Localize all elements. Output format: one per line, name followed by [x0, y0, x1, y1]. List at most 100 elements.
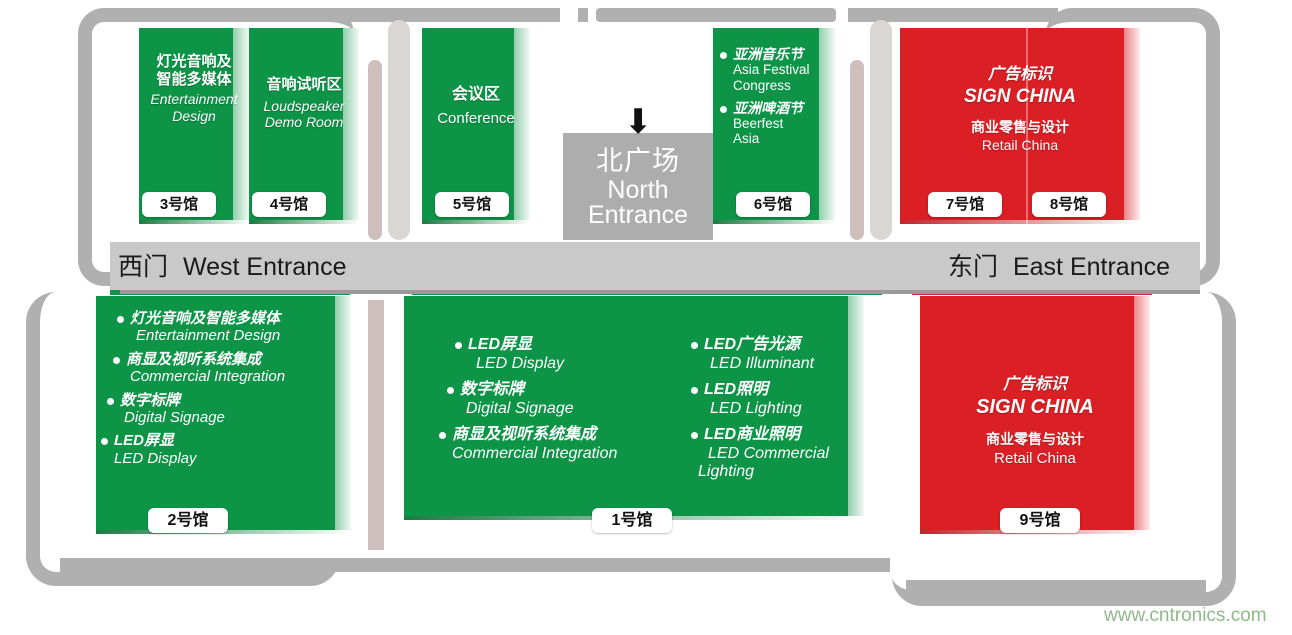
site-watermark: www.cntronics.com	[1104, 605, 1267, 627]
hall-7-number-plate[interactable]: 7号馆	[928, 192, 1002, 217]
hall-2-items: 灯光音响及智能多媒体 Entertainment Design 商显及视听系统集…	[96, 296, 351, 467]
hall-6-base-shade	[713, 220, 835, 224]
hall-2-item-1-cn: 商显及视听系统集成	[126, 350, 262, 368]
bullet-dot-icon	[455, 342, 462, 349]
hall-4-number-plate[interactable]: 4号馆	[252, 192, 326, 217]
hall-9[interactable]: 广告标识 SIGN CHINA 商业零售与设计 Retail China	[920, 296, 1150, 534]
west-entrance-en: West Entrance	[182, 253, 347, 281]
hall-1-right-item-0: LED广告光源 LED Illuminant	[691, 336, 864, 373]
hall-1-items-right: LED广告光源 LED Illuminant LED照明 LED Lightin…	[691, 336, 864, 488]
hall-2-side-shade	[335, 296, 351, 534]
north-plaza-en-1: North	[607, 176, 669, 204]
hall-7-8-en-sub: Retail China	[981, 136, 1059, 153]
hall-7-8-base-shade	[900, 220, 1140, 224]
road-ring-bottom-right	[892, 292, 1236, 606]
entrance-bar-shadow	[120, 288, 1200, 294]
hall-5-label: 会议区 Conference	[422, 28, 530, 128]
bullet-dot-icon	[720, 52, 727, 59]
hall-3-side-shade	[233, 28, 249, 224]
hall-6[interactable]: 亚洲音乐节 Asia Festival Congress 亚洲啤酒节 Beerf…	[713, 28, 835, 224]
hall-2-item-0-en: Entertainment Design	[136, 327, 281, 345]
hall-7-8-label: 广告标识 SIGN CHINA 商业零售与设计 Retail China	[900, 28, 1140, 153]
east-entrance-en: East Entrance	[1012, 253, 1170, 281]
hall-8-number-plate[interactable]: 8号馆	[1032, 192, 1106, 217]
bullet-dot-icon	[691, 342, 698, 349]
road-top-gap-left	[578, 8, 588, 22]
hall-1-right-item-0-en: LED Illuminant	[710, 354, 815, 372]
hall-3-label: 灯光音响及 智能多媒体 Entertainment Design	[139, 28, 249, 124]
hall-9-number-plate[interactable]: 9号馆	[1000, 508, 1080, 533]
east-entrance-label[interactable]: 东门 East Entrance	[948, 247, 1170, 283]
hall-3-en-1: Entertainment	[150, 91, 238, 108]
hall-6-item-0-cn: 亚洲音乐节	[733, 46, 803, 62]
hall-3-number: 3号馆	[159, 196, 199, 213]
north-entrance-arrow-icon: ⬇	[624, 103, 653, 141]
hall-9-cn-title: 广告标识	[1002, 376, 1067, 393]
hall-5-number: 5号馆	[452, 196, 492, 213]
hall-4-en-1: Loudspeaker	[263, 97, 345, 114]
road-bottom-left	[60, 558, 890, 572]
hall-1-right-item-2-en-1: LED Commercial	[708, 444, 829, 462]
road-top-left-segment	[330, 8, 560, 22]
hall-1-right-item-1-cn: LED照明	[704, 381, 769, 399]
hall-4[interactable]: 音响试听区 Loudspeaker Demo Room	[249, 28, 359, 224]
hall-1-number-plate[interactable]: 1号馆	[592, 508, 672, 533]
hall-7-8-side-shade	[1124, 28, 1140, 224]
hall-5[interactable]: 会议区 Conference	[422, 28, 530, 224]
hall-6-item-0: 亚洲音乐节 Asia Festival Congress	[720, 46, 829, 94]
bullet-dot-icon	[691, 432, 698, 440]
hall-4-en-2: Demo Room	[264, 114, 344, 131]
hall-1-left-item-2-cn: 商显及视听系统集成	[452, 426, 597, 444]
hall-2[interactable]: 灯光音响及智能多媒体 Entertainment Design 商显及视听系统集…	[96, 296, 351, 534]
west-entrance-label[interactable]: 西门 West Entrance	[118, 247, 346, 283]
hall-9-number: 9号馆	[1019, 512, 1061, 529]
hall-1-left-item-1-cn: 数字标牌	[460, 381, 525, 399]
hall-7-8-cn-title: 广告标识	[987, 66, 1052, 83]
hall-3-cn-1: 灯光音响及	[156, 53, 232, 70]
entrance-bar: 西门 West Entrance 东门 East Entrance	[110, 242, 1200, 290]
hall-7-number: 7号馆	[945, 196, 985, 213]
hall-1-left-item-0: LED屏显 LED Display	[455, 336, 671, 373]
hall-3[interactable]: 灯光音响及 智能多媒体 Entertainment Design	[139, 28, 249, 224]
road-top-mid	[596, 8, 836, 22]
hall-1-right-item-2-en-2: Lighting	[698, 463, 755, 481]
hall-1-left-item-1: 数字标牌 Digital Signage	[447, 381, 671, 418]
west-entrance-cn: 西门	[118, 253, 169, 281]
north-entrance-plaza: 北广场 North Entrance	[563, 133, 713, 240]
hall-2-item-3-cn: LED屏显	[114, 432, 175, 450]
corridor-vertical-2-1	[368, 300, 384, 550]
hall-2-item-3: LED屏显 LED Display	[101, 432, 345, 467]
hall-5-cn-1: 会议区	[451, 86, 500, 103]
hall-3-en-2: Design	[172, 107, 216, 124]
hall-1-left-item-2: 商显及视听系统集成 Commercial Integration	[439, 426, 671, 463]
bullet-dot-icon	[113, 356, 120, 364]
hall-2-number-plate[interactable]: 2号馆	[148, 508, 228, 533]
bullet-dot-icon	[439, 432, 446, 440]
hall-4-side-shade	[343, 28, 359, 224]
hall-2-item-1-en: Commercial Integration	[130, 368, 286, 386]
hall-6-item-1-en-2: Asia	[733, 131, 760, 147]
hall-6-number: 6号馆	[753, 196, 793, 213]
hall-3-number-plate[interactable]: 3号馆	[142, 192, 216, 217]
hall-2-item-0-cn: 灯光音响及智能多媒体	[130, 310, 281, 327]
hall-1-right-item-1: LED照明 LED Lighting	[691, 381, 864, 418]
bullet-dot-icon	[101, 438, 108, 446]
hall-4-label: 音响试听区 Loudspeaker Demo Room	[249, 28, 359, 131]
hall-6-number-plate[interactable]: 6号馆	[736, 192, 810, 217]
hall-9-en-title: SIGN CHINA	[976, 395, 1094, 418]
hall-5-base-shade	[422, 220, 530, 224]
bullet-dot-icon	[107, 397, 114, 405]
hall-6-item-1-en-1: Beerfest	[733, 115, 784, 131]
hall-5-number-plate[interactable]: 5号馆	[435, 192, 509, 217]
hall-9-label: 广告标识 SIGN CHINA 商业零售与设计 Retail China	[920, 296, 1150, 468]
hall-4-number: 4号馆	[269, 196, 309, 213]
east-entrance-cn: 东门	[948, 253, 999, 281]
hall-1[interactable]: LED屏显 LED Display 数字标牌 Digital Signage 商…	[404, 296, 864, 520]
bullet-dot-icon	[117, 316, 124, 323]
road-ring-bottom-left	[26, 292, 340, 586]
hall-3-base-shade	[139, 220, 249, 224]
hall-7-8-block[interactable]: 广告标识 SIGN CHINA 商业零售与设计 Retail China	[900, 28, 1140, 224]
hall-6-item-1-cn: 亚洲啤酒节	[733, 99, 803, 116]
hall-5-en-1: Conference	[437, 109, 515, 127]
